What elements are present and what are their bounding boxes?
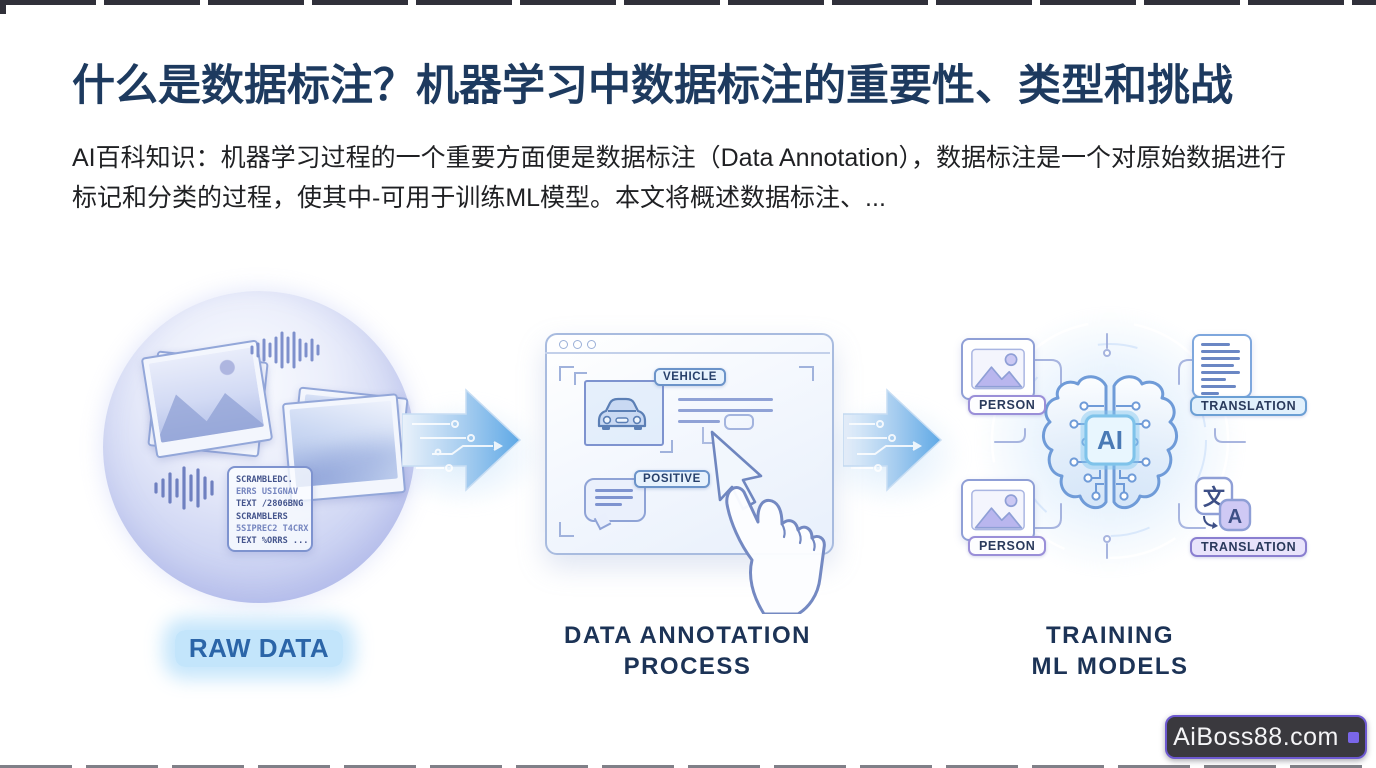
caption-annotation-process: DATA ANNOTATION PROCESS <box>525 620 850 682</box>
person-tag: PERSON <box>968 536 1047 556</box>
ai-chip-label: AI <box>1097 425 1123 455</box>
caption-line: ML MODELS <box>1031 653 1189 680</box>
scrambled-line: TEXT %ORRS ... <box>236 536 309 547</box>
person-tag: PERSON <box>968 395 1047 415</box>
watermark-square-icon <box>1347 731 1359 743</box>
ai-chip <box>1084 414 1136 466</box>
circular-flow-arcs <box>990 320 1230 560</box>
scrambled-line: TEXT /2806BNG <box>236 499 304 510</box>
doc-line <box>1201 357 1240 360</box>
positive-tag: POSITIVE <box>634 470 710 488</box>
text-line <box>678 420 720 423</box>
top-crop-notch <box>0 0 6 14</box>
translation-tag: TRANSLATION <box>1190 537 1308 557</box>
doc-line <box>1201 343 1231 346</box>
page-description: AI百科知识：机器学习过程的一个重要方面便是数据标注（Data Annotati… <box>72 144 1287 212</box>
window-dot-icon <box>559 340 568 349</box>
doc-line <box>1201 392 1220 395</box>
selection-corner-icon <box>660 440 673 453</box>
bubble-line <box>595 496 633 499</box>
bottom-crop-edge <box>0 765 1376 768</box>
text-line <box>678 398 773 401</box>
top-crop-edge <box>0 0 1376 5</box>
caption-line: TRAINING <box>1046 622 1174 649</box>
scrambled-line: 5SIPREC2 T4CRX <box>236 523 309 534</box>
brain-ai-icon: AI <box>1042 375 1178 510</box>
window-dot-icon <box>573 340 582 349</box>
flow-arrow-icon <box>843 388 943 492</box>
car-icon <box>597 397 647 430</box>
audio-waveform-icon <box>250 331 320 369</box>
caption-line: PROCESS <box>623 653 752 680</box>
doc-line <box>1201 378 1227 381</box>
mountain-photo-icon <box>971 348 1025 390</box>
caption-raw-data-text: RAW DATA <box>174 630 344 667</box>
doc-line <box>1201 371 1240 374</box>
photo-image <box>148 347 264 443</box>
translate-icon: 文 A <box>1194 476 1252 532</box>
bubble-line <box>595 503 622 506</box>
frame-corner-icon <box>799 366 814 381</box>
scrambled-line: SCRAMBLEDC. <box>236 475 293 485</box>
connector-lines <box>994 333 1246 559</box>
vehicle-tag: VEHICLE <box>654 368 727 386</box>
watermark-badge: AiBoss88.com <box>1165 715 1367 759</box>
flow-arrow-icon <box>402 388 522 492</box>
doc-line <box>1201 350 1240 353</box>
browser-titlebar <box>545 333 830 354</box>
doc-line <box>1201 364 1234 367</box>
text-line <box>678 409 773 412</box>
caption-training-models: TRAINING ML MODELS <box>1000 620 1220 682</box>
bubble-line <box>595 489 633 492</box>
audio-waveform-icon <box>154 466 214 510</box>
scrambled-line: SCRAMBLERS <box>236 511 288 522</box>
doc-line <box>1201 385 1237 388</box>
hand-cursor-icon <box>710 430 826 614</box>
document-icon <box>1192 334 1252 398</box>
page-title: 什么是数据标注？机器学习中数据标注的重要性、类型和挑战 <box>72 62 1233 110</box>
connector-elbow <box>702 427 716 444</box>
caption-line: DATA ANNOTATION <box>564 622 811 649</box>
translation-tag: TRANSLATION <box>1190 396 1308 416</box>
translate-en-glyph: A <box>1228 506 1242 528</box>
scrambled-text-box: SCRAMBLEDC. ERRS USIGNAV TEXT /2806BNG S… <box>227 466 313 552</box>
watermark-text: AiBoss88.com <box>1173 722 1339 751</box>
window-dot-icon <box>587 340 596 349</box>
caption-raw-data: RAW DATA <box>103 630 415 667</box>
image-icon <box>961 338 1035 400</box>
mountain-photo-icon <box>971 489 1025 531</box>
frame-corner-icon <box>559 366 574 381</box>
selection-corner-icon <box>574 372 587 385</box>
scrambled-line: ERRS USIGNAV <box>236 487 299 498</box>
form-field-outline <box>724 414 754 430</box>
image-icon <box>961 479 1035 541</box>
frame-corner-icon <box>559 522 574 537</box>
